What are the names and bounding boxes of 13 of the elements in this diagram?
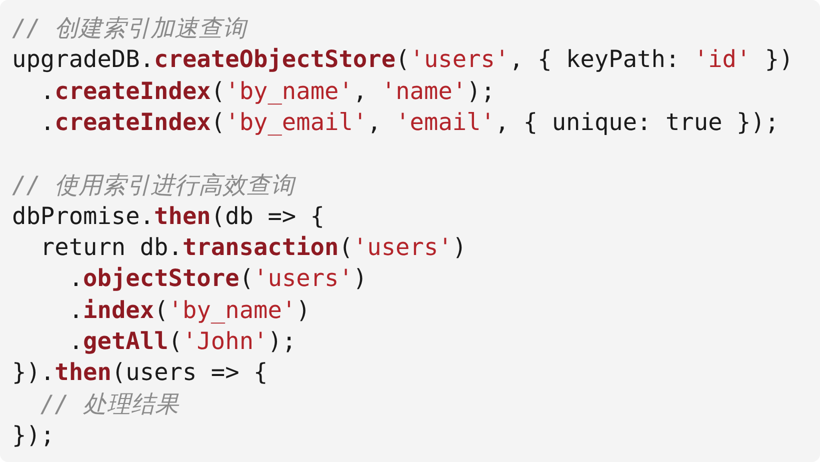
code-line: .index('by_name') [68, 296, 310, 324]
code-line: }).then(users => { [12, 358, 268, 386]
code-line: .createIndex('by_name', 'name'); [40, 76, 496, 105]
code-comment: // 处理结果 [40, 390, 180, 418]
code-line: .getAll('John'); [68, 327, 296, 355]
code-comment: // 创建索引加速查询 [12, 14, 247, 42]
code-line: upgradeDB.createObjectStore('users', { keyPath: 'id' }) [12, 45, 794, 74]
code-line: return db.transaction('users') [40, 233, 467, 262]
code-comment: // 使用索引进行高效查询 [12, 170, 295, 198]
code-line: .createIndex('by_email', 'email', { unique: true }); [40, 108, 780, 136]
code-line: .objectStore('users') [68, 264, 368, 292]
code-line: dbPromise.then(db => { [12, 202, 325, 230]
code-line: }); [12, 420, 55, 449]
